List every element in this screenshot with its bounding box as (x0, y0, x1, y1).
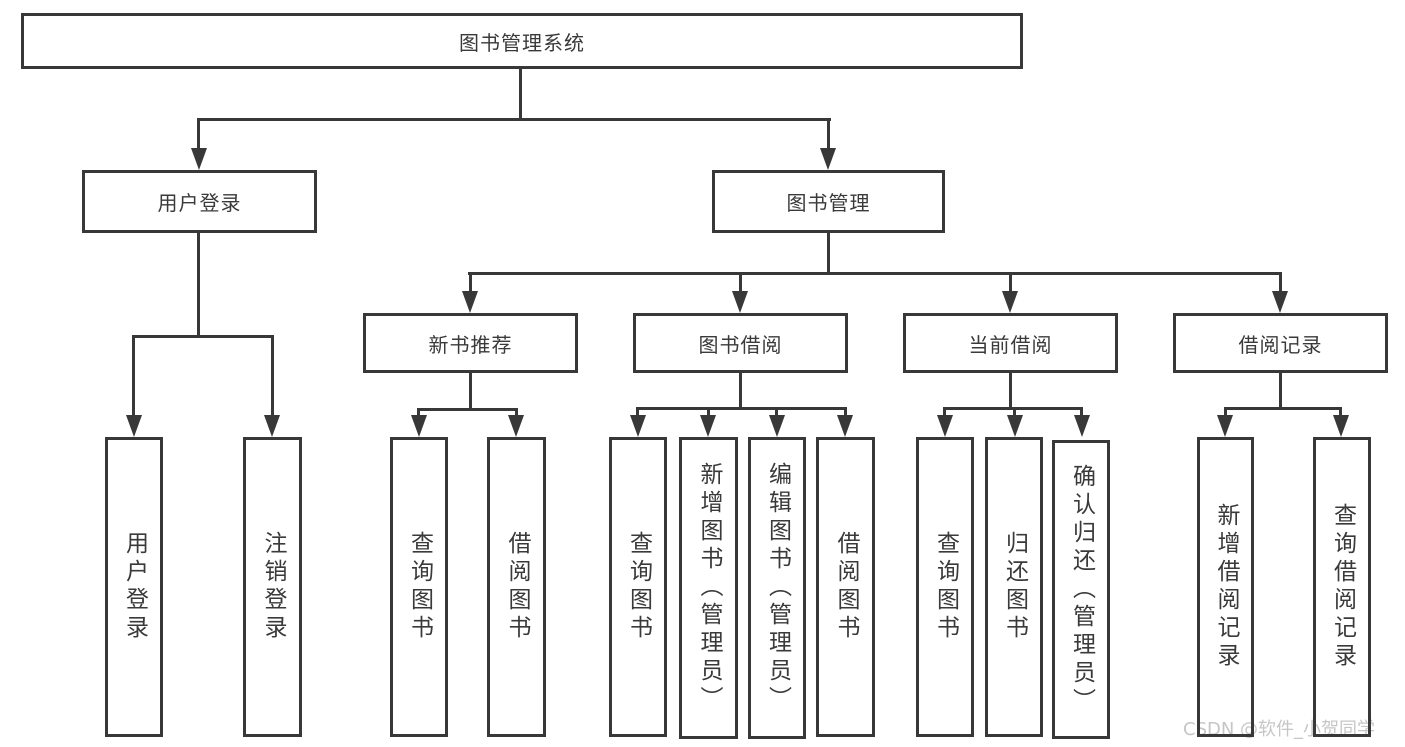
arrowhead-bb-borrow (837, 415, 853, 437)
connector-book-mgmt-stem (827, 233, 830, 272)
connector-stub-cb-query (943, 407, 946, 416)
connector-stub-nb-borrow (515, 408, 518, 417)
connector-stub-book-borrow (739, 272, 742, 292)
connector-new-book-stem (469, 373, 472, 408)
arrowhead-nb-query (411, 415, 427, 437)
connector-stub-bb-add (707, 407, 710, 416)
leaf-bb-query-book: 查询图书 (609, 437, 667, 737)
connector-user-login-stem (197, 233, 200, 335)
leaf-bb-add-book-admin-label: 新增图书（管理员） (696, 462, 722, 714)
arrowhead-user-login (191, 148, 207, 170)
arrowhead-book-mgmt (820, 148, 836, 170)
connector-book-borrow-branch (636, 407, 847, 410)
connector-stub-logout-leaf (271, 335, 274, 417)
arrowhead-cb-confirm (1074, 415, 1090, 437)
arrowhead-bb-edit (769, 415, 785, 437)
leaf-logout: 注销登录 (243, 437, 302, 737)
connector-borrow-record-branch (1224, 407, 1342, 410)
node-book-mgmt: 图书管理 (712, 170, 945, 233)
leaf-bb-edit-book-admin-label: 编辑图书（管理员） (764, 462, 791, 714)
arrowhead-borrow-record (1272, 291, 1288, 313)
connector-stub-book-mgmt (827, 118, 830, 150)
connector-stub-bb-query (636, 407, 639, 416)
leaf-cb-return-book: 归还图书 (985, 437, 1043, 737)
connector-stub-login-leaf (132, 335, 135, 417)
connector-stub-br-add (1224, 407, 1227, 416)
node-new-book-recommend: 新书推荐 (363, 313, 578, 373)
node-borrow-record-label: 借阅记录 (1238, 332, 1323, 357)
connector-stub-borrow-record (1279, 272, 1282, 292)
leaf-user-login: 用户登录 (105, 437, 163, 737)
leaf-nb-borrow-book: 借阅图书 (487, 437, 546, 737)
connector-new-book-branch (417, 408, 518, 411)
connector-root-branch (197, 118, 831, 121)
connector-user-login-branch (132, 335, 274, 338)
leaf-br-add-record: 新增借阅记录 (1197, 437, 1254, 737)
leaf-nb-query-book-label: 查询图书 (406, 531, 433, 643)
leaf-logout-label: 注销登录 (260, 531, 286, 643)
connector-book-borrow-stem (739, 373, 742, 407)
node-library-system: 图书管理系统 (21, 13, 1023, 69)
arrowhead-logout-leaf (264, 415, 280, 437)
arrowhead-current-borrow (1002, 291, 1018, 313)
leaf-user-login-label: 用户登录 (121, 531, 148, 643)
connector-current-borrow-stem (1009, 373, 1012, 407)
connector-stub-br-query (1339, 407, 1342, 416)
arrowhead-br-add (1217, 415, 1233, 437)
arrowhead-new-book (462, 291, 478, 313)
connector-book-mgmt-branch (468, 272, 1282, 275)
connector-stub-current-borrow (1009, 272, 1012, 292)
leaf-br-query-record: 查询借阅记录 (1313, 437, 1371, 737)
connector-stub-bb-edit (775, 407, 778, 416)
leaf-cb-confirm-return-admin-label: 确认归还（管理员） (1068, 463, 1095, 716)
node-book-borrow-label: 图书借阅 (698, 332, 783, 357)
leaf-cb-confirm-return-admin: 确认归还（管理员） (1052, 440, 1110, 739)
leaf-br-add-record-label: 新增借阅记录 (1213, 503, 1239, 671)
leaf-bb-add-book-admin: 新增图书（管理员） (679, 437, 738, 739)
leaf-bb-query-book-label: 查询图书 (625, 531, 652, 643)
leaf-cb-query-book: 查询图书 (916, 437, 974, 737)
connector-root-stem (519, 69, 522, 118)
connector-stub-cb-confirm (1080, 407, 1083, 416)
leaf-cb-return-book-label: 归还图书 (1001, 531, 1028, 643)
node-library-system-label: 图书管理系统 (459, 30, 585, 55)
leaf-br-query-record-label: 查询借阅记录 (1329, 503, 1356, 671)
arrowhead-cb-return (1007, 415, 1023, 437)
connector-stub-new-book (469, 272, 472, 292)
node-book-mgmt-label: 图书管理 (786, 191, 871, 215)
arrowhead-cb-query (937, 415, 953, 437)
connector-stub-nb-query (417, 408, 420, 417)
arrowhead-login-leaf (126, 415, 142, 437)
node-current-borrow-label: 当前借阅 (968, 332, 1053, 357)
leaf-bb-edit-book-admin: 编辑图书（管理员） (748, 437, 806, 739)
csdn-watermark: CSDN @软件_小贺同学 (1183, 719, 1376, 740)
node-borrow-record: 借阅记录 (1173, 313, 1388, 373)
leaf-nb-query-book: 查询图书 (390, 437, 448, 737)
connector-stub-cb-return (1013, 407, 1016, 416)
node-user-login: 用户登录 (82, 170, 317, 233)
connector-stub-bb-borrow (844, 407, 847, 416)
node-book-borrow: 图书借阅 (633, 313, 848, 373)
arrowhead-bb-query (630, 415, 646, 437)
leaf-cb-query-book-label: 查询图书 (932, 531, 959, 643)
leaf-nb-borrow-book-label: 借阅图书 (504, 531, 530, 643)
node-current-borrow: 当前借阅 (903, 313, 1118, 373)
connector-stub-user-login (197, 118, 200, 150)
arrowhead-book-borrow (732, 291, 748, 313)
connector-borrow-record-stem (1279, 373, 1282, 407)
node-new-book-recommend-label: 新书推荐 (428, 332, 513, 357)
arrowhead-bb-add (700, 415, 716, 437)
leaf-bb-borrow-book-label: 借阅图书 (833, 531, 859, 643)
arrowhead-nb-borrow (508, 415, 524, 437)
leaf-bb-borrow-book: 借阅图书 (816, 437, 875, 737)
arrowhead-br-query (1333, 415, 1349, 437)
node-user-login-label: 用户登录 (157, 191, 242, 215)
